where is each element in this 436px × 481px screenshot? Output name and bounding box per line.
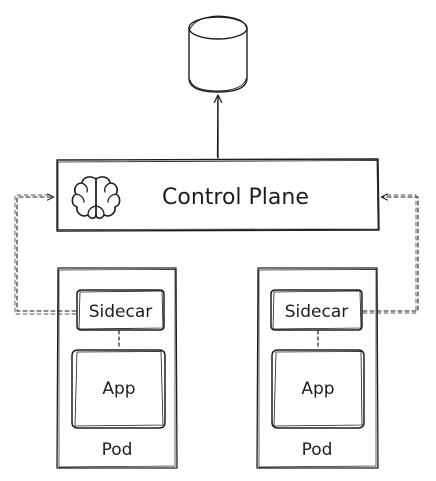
brain-icon <box>71 176 121 220</box>
pod-left: Sidecar App Pod <box>56 267 178 469</box>
control-plane-label: Control Plane <box>162 185 309 210</box>
sidecar-label: Sidecar <box>89 302 153 322</box>
pod-right: Sidecar App Pod <box>256 267 379 469</box>
right-sidecar-control-plane-connection <box>362 193 419 314</box>
pod-label: Pod <box>302 440 333 460</box>
app-label: App <box>102 379 135 399</box>
control-plane-box <box>56 158 380 232</box>
sidecar-box: Sidecar <box>270 289 363 331</box>
app-label: App <box>301 379 334 399</box>
app-box: App <box>71 349 166 429</box>
pod-label: Pod <box>102 440 133 460</box>
sidecar-box: Sidecar <box>76 289 165 331</box>
control-plane-to-database-arrow <box>213 94 223 159</box>
sidecar-label: Sidecar <box>285 302 349 322</box>
app-box: App <box>271 349 365 429</box>
left-sidecar-control-plane-connection <box>14 193 77 315</box>
database-icon <box>188 15 248 93</box>
